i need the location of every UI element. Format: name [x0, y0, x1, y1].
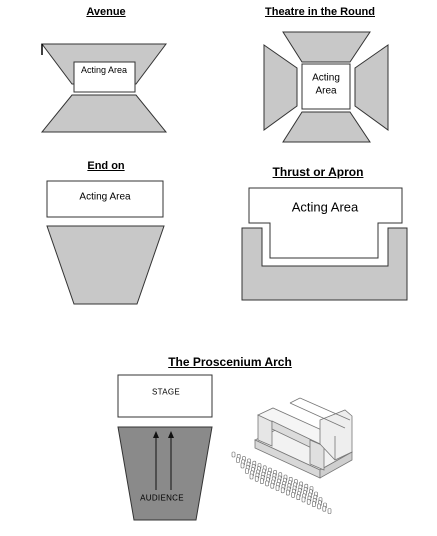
proscenium-stage-label: STAGE: [151, 387, 181, 397]
end-on-title: End on: [87, 160, 125, 172]
seat: [280, 487, 285, 494]
upper-frame-b: [299, 397, 351, 421]
end-on-area-label: Acting Area: [79, 191, 131, 203]
round-bottom-seating: [282, 111, 371, 143]
proscenium-3d-sketch: [254, 397, 353, 479]
end-on-diagram: [46, 180, 165, 305]
round-title: Theatre in the Round: [265, 6, 375, 18]
seat: [236, 457, 240, 463]
round-top-seating: [282, 31, 371, 63]
seat: [270, 482, 275, 489]
proscenium-stage: [117, 374, 213, 418]
seat: [327, 508, 332, 514]
audience-seats: [231, 451, 332, 514]
stage-side: [319, 451, 353, 479]
avenue-acting-area: [73, 61, 136, 93]
audience-arrow-left-head: [153, 431, 159, 438]
thrust-title: Thrust or Apron: [272, 165, 364, 179]
upper-frame-c: [289, 397, 301, 404]
seat: [245, 468, 249, 474]
seat: [275, 485, 280, 491]
round-left-seating: [263, 44, 298, 131]
proscenium-audience: [117, 426, 213, 521]
seat: [240, 462, 245, 469]
round-diagram: [263, 31, 389, 143]
arch-wall-right: [309, 439, 325, 471]
seat: [301, 496, 306, 503]
proscenium-audience-label: AUDIENCE: [140, 493, 184, 503]
avenue-title: Avenue: [86, 6, 126, 18]
round-area-label-line1: Acting: [312, 72, 340, 84]
thrust-acting-area: [248, 187, 403, 259]
proscenium-diagram: [117, 374, 213, 521]
seat: [306, 498, 311, 505]
audience-arrow-right-head: [168, 431, 174, 438]
seat: [291, 492, 295, 498]
round-area-label-line2: Area: [315, 85, 337, 97]
seat: [312, 501, 316, 507]
round-right-seating: [354, 44, 389, 131]
seat: [231, 451, 236, 458]
avenue-bottom-seating: [40, 94, 168, 133]
seat: [317, 503, 321, 510]
upper-frame-a: [289, 402, 346, 429]
thrust-area-label: Acting Area: [291, 199, 359, 215]
round-acting-area: [301, 63, 351, 110]
proscenium-title: The Proscenium Arch: [168, 355, 292, 369]
avenue-diagram: [40, 43, 168, 133]
seat: [296, 494, 301, 501]
thrust-seating: [241, 227, 408, 301]
end-on-acting-area: [46, 180, 164, 218]
seat: [265, 480, 269, 487]
end-on-seating: [46, 225, 165, 305]
seat: [286, 489, 290, 496]
seat: [322, 505, 327, 512]
seat: [254, 475, 259, 482]
thrust-diagram: [241, 187, 408, 301]
seat: [249, 473, 254, 480]
back-block: [319, 409, 353, 461]
avenue-area-label: Acting Area: [80, 64, 128, 75]
seat: [260, 478, 264, 484]
